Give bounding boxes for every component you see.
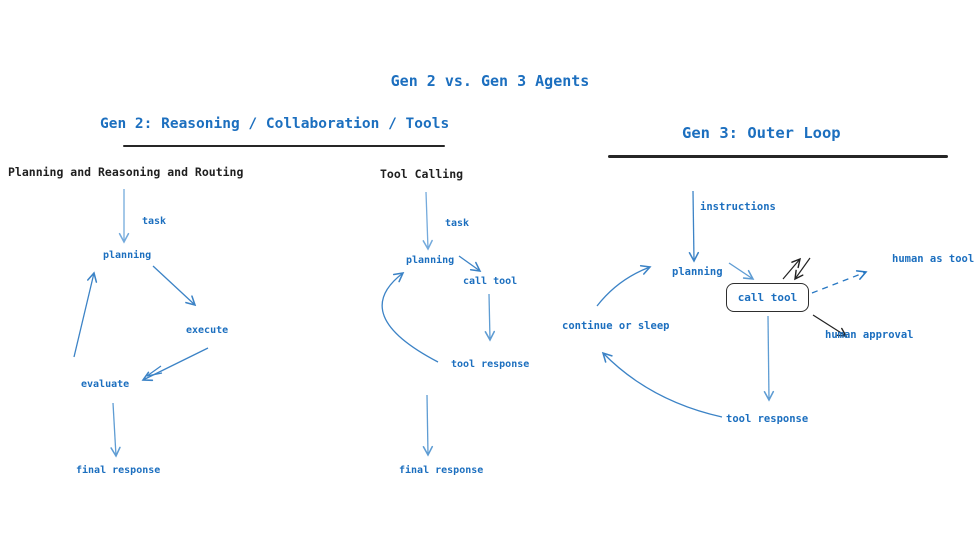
label-task-2: task	[445, 218, 470, 229]
gen2-heading-underline	[123, 145, 445, 147]
arrow-planning-to-execute	[152, 265, 197, 307]
arrow-execute-to-evaluate-head2	[146, 365, 163, 377]
arrow-planning-to-call-tool-3	[728, 262, 755, 280]
node-tool-response-3: tool response	[726, 413, 809, 425]
node-planning-3: planning	[672, 266, 723, 278]
node-final-response-2: final response	[399, 465, 484, 476]
node-human-approval: human approval	[825, 329, 914, 341]
arrow-tool-response-to-final-response-2	[422, 394, 434, 457]
arrow-call-tool-to-tool-response-3	[763, 315, 775, 402]
node-call-tool-2: call tool	[463, 276, 518, 287]
arrow-task-to-planning-2	[422, 191, 433, 251]
arrow-call-tool-to-human-as-tool-dashed	[811, 270, 868, 294]
arrow-human-exchange-up	[782, 257, 801, 280]
node-tool-response-2: tool response	[451, 359, 530, 370]
node-human-as-tool: human as tool	[892, 253, 975, 265]
arrow-tool-response-to-planning-2	[381, 272, 439, 363]
node-planning-1: planning	[103, 250, 152, 261]
node-execute: execute	[186, 325, 229, 336]
label-task-1: task	[142, 216, 167, 227]
arrow-evaluate-to-planning	[73, 271, 98, 358]
node-final-response-1: final response	[76, 465, 161, 476]
gen3-heading-underline	[608, 155, 948, 158]
arrow-instructions-to-planning	[688, 190, 700, 263]
planning-loop-title: Planning and Reasoning and Routing	[8, 165, 244, 179]
gen3-section-heading: Gen 3: Outer Loop	[682, 124, 841, 142]
tool-calling-title: Tool Calling	[380, 167, 464, 181]
arrow-human-exchange-down	[794, 257, 811, 281]
arrow-call-tool-to-tool-response-2	[484, 293, 496, 342]
node-continue-or-sleep: continue or sleep	[562, 320, 670, 332]
arrow-call-tool-to-human-approval	[812, 314, 848, 337]
arrow-evaluate-to-final-response	[110, 402, 121, 458]
node-evaluate: evaluate	[81, 379, 130, 390]
node-call-tool-label: call tool	[737, 291, 798, 304]
arrow-continue-or-sleep-to-planning	[596, 265, 652, 307]
arrow-tool-response-to-continue-or-sleep	[601, 351, 723, 418]
arrow-planning-to-call-tool-2	[458, 255, 482, 272]
gen2-section-heading: Gen 2: Reasoning / Collaboration / Tools	[100, 116, 450, 132]
node-call-tool-box: call tool	[726, 283, 809, 312]
node-planning-2: planning	[406, 255, 455, 266]
diagram-title: Gen 2 vs. Gen 3 Agents	[390, 72, 590, 90]
label-instructions: instructions	[700, 201, 776, 213]
